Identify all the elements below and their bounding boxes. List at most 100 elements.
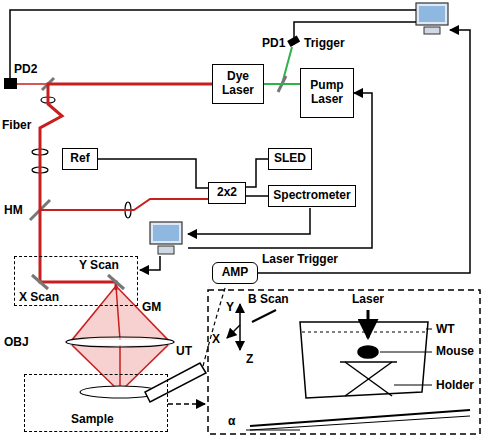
laser-beam — [119, 345, 121, 392]
laser-beam — [40, 256, 116, 290]
laser-box: Pump Laser — [300, 68, 354, 118]
inset — [239, 325, 241, 350]
inset — [394, 385, 432, 386]
laser-beam — [72, 286, 116, 340]
callout-label: OBJ — [4, 335, 29, 349]
callout-label: B Scan — [248, 292, 289, 306]
callout-label: Y — [226, 300, 234, 314]
optics — [30, 76, 286, 289]
callout-label: PD2 — [14, 62, 37, 76]
callout-label: Trigger — [304, 36, 345, 50]
signal-wire — [140, 256, 160, 270]
inset — [239, 304, 241, 325]
inset — [208, 290, 480, 434]
callout-label: HM — [4, 203, 23, 217]
laser-beam — [116, 286, 120, 340]
callout-label: UT — [176, 344, 192, 358]
inset — [340, 361, 397, 363]
ultrasound-transducer — [145, 285, 226, 402]
inset — [246, 430, 300, 431]
inset — [380, 352, 432, 353]
node-text: Y Scan — [79, 259, 119, 273]
computer-icon — [150, 222, 182, 244]
inset — [426, 329, 432, 330]
node-text: 2x2 — [217, 186, 237, 200]
inset — [358, 346, 378, 358]
ultrasound-transducer — [145, 363, 206, 402]
laser-beam — [70, 286, 170, 340]
connector — [98, 159, 208, 188]
callout-label: α — [228, 414, 235, 428]
computer-icon — [416, 3, 448, 34]
node-text: Spectrometer — [273, 189, 350, 203]
reference-box: Ref — [62, 148, 98, 170]
callout-label: Laser — [352, 292, 384, 306]
inset — [252, 310, 276, 322]
computer-icon — [153, 225, 179, 241]
node-text: SLED — [274, 152, 306, 166]
inset — [345, 362, 392, 396]
signal-wire — [294, 22, 416, 40]
source-box: SLED — [268, 148, 312, 170]
laser-beam — [17, 47, 292, 392]
laser-box: Dye Laser — [212, 64, 264, 104]
callout-label: Fiber — [2, 118, 31, 132]
photodiode — [4, 78, 17, 89]
inset — [250, 416, 470, 430]
inset — [367, 310, 370, 338]
coupler-box: 2x2 — [208, 182, 246, 204]
signal-wire — [188, 93, 372, 248]
connector — [246, 159, 268, 187]
node-text: Sample — [71, 413, 114, 427]
amplifier-box: AMP — [212, 262, 258, 284]
signal-wire — [10, 10, 416, 78]
callout-label: PD1 — [262, 36, 285, 50]
optics — [32, 275, 48, 289]
connector — [40, 199, 208, 256]
ultrasound-transducer — [203, 285, 226, 366]
lens — [66, 337, 174, 347]
callout-label: Mouse — [436, 344, 474, 358]
connector — [246, 195, 268, 197]
inset — [345, 362, 392, 396]
inset — [302, 332, 426, 333]
node-text: Pump Laser — [304, 79, 350, 107]
node-text: Dye Laser — [216, 70, 260, 98]
signal-wire — [188, 208, 310, 234]
callout-label: GM — [142, 300, 161, 314]
computer-icon — [419, 6, 445, 22]
computer-icon — [150, 222, 182, 254]
photodiode — [4, 35, 300, 89]
node-text: X Scan — [19, 291, 59, 305]
callout-label: Holder — [436, 378, 474, 392]
inset — [227, 325, 240, 338]
scanner-group: Y Scan X Scan — [14, 256, 138, 306]
signal-wire — [10, 10, 470, 273]
computer-icon — [158, 246, 174, 254]
node-text: Ref — [70, 152, 89, 166]
spectrometer-box: Spectrometer — [268, 185, 356, 207]
laser-beam — [70, 345, 170, 392]
connector — [40, 84, 212, 256]
photodiode — [287, 35, 300, 47]
callout-label: Z — [246, 352, 253, 366]
inset — [168, 403, 205, 405]
callout-label: Laser Trigger — [262, 252, 338, 266]
connector — [264, 83, 300, 85]
laser-beam — [72, 345, 120, 392]
laser-beam — [17, 83, 48, 85]
inset — [300, 322, 428, 398]
computer-icon — [416, 3, 448, 25]
lens — [32, 97, 174, 347]
laser-beam — [116, 286, 168, 340]
sample-region: Sample — [24, 374, 168, 432]
node-text: AMP — [222, 266, 249, 280]
signal-wire — [258, 30, 470, 273]
computer-icon — [424, 27, 440, 34]
callout-label: WT — [436, 322, 455, 336]
